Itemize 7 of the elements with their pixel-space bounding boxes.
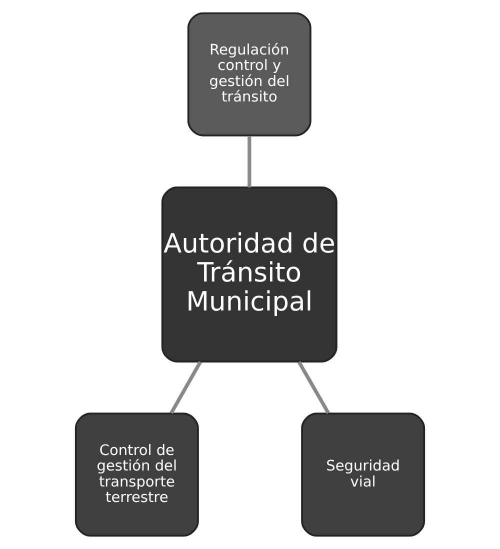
node-box: Autoridad de Tránsito Municipal [161, 186, 338, 362]
connector [297, 360, 330, 414]
node-box: Regulación control y gestión del tránsito [187, 12, 312, 136]
node-box: Seguridad vial [301, 412, 426, 537]
connector [248, 136, 252, 188]
connector [170, 360, 202, 414]
node-box: Control de gestión del transporte terrestre [74, 412, 199, 537]
